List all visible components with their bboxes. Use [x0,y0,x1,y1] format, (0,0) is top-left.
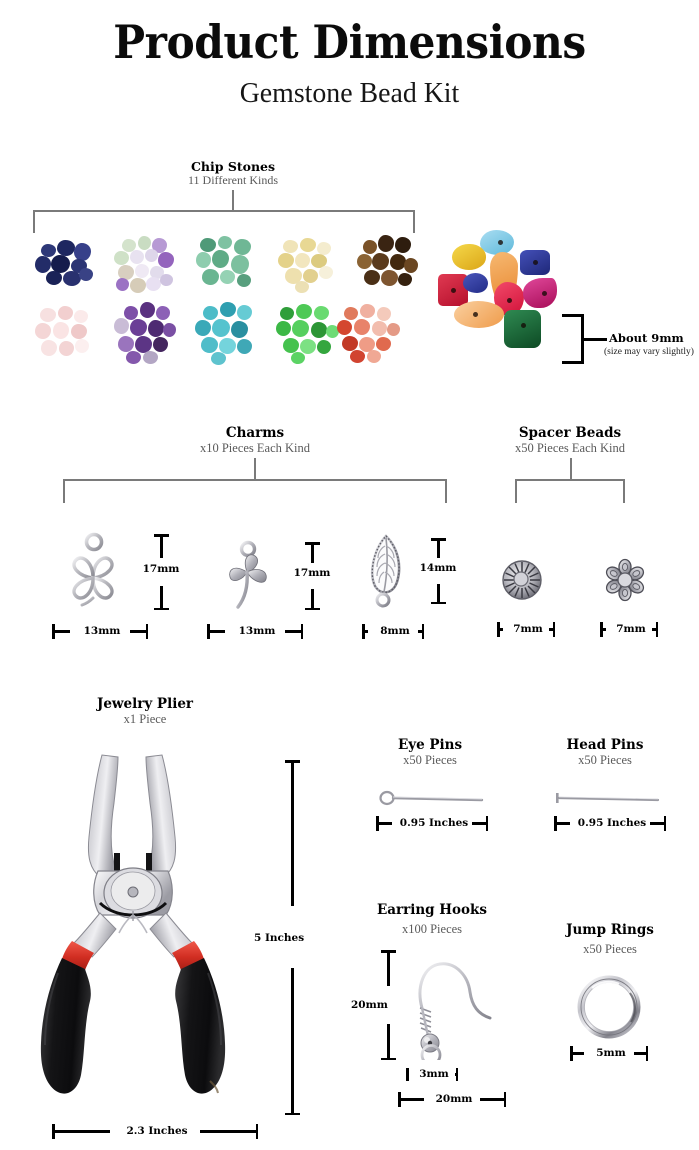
shamrock-charm [216,538,276,612]
page-subtitle: Gemstone Bead Kit [239,77,460,109]
charms-subtitle: x10 Pieces Each Kind [199,441,311,455]
jewelry-plier-image [34,745,264,1120]
chip-pile-green-quartz [274,304,342,366]
earring-hook-width-dimension: 20mm [398,1090,506,1108]
plier-width-label: 2.3 Inches [114,1124,200,1137]
jump-rings-title: Jump Rings [566,922,654,938]
bead-blue-small [463,273,488,293]
eye-pin-image [378,788,486,808]
charms-bracket [0,458,470,503]
leaf-height-label: 14mm [418,561,458,575]
bead-size-note: (size may vary slightly) [604,347,694,357]
bead-light-blue [480,230,514,255]
earring-hook-width-label: 20mm [428,1092,480,1105]
earring-hook-height-label: 20mm [351,999,388,1011]
earring-hooks-title: Earring Hooks [376,902,488,918]
head-pin-length-label: 0.95 Inches [573,816,651,829]
chip-pile-carnelian [334,304,404,366]
plier-width-dimension: 2.3 Inches [52,1122,258,1140]
plier-height-dimension: 5 Inches [254,760,309,1115]
earring-hook-height-dimension: 20mm [351,950,404,1060]
bead-navy-blue [520,250,550,275]
flower-bead-width-label: 7mm [609,622,653,635]
leaf-height-dimension: 14mm [418,538,458,604]
sunburst-spacer-bead [500,558,544,602]
earring-hook-image [398,950,500,1066]
chip-pile-amethyst [112,302,180,366]
shamrock-width-dimension: 13mm [207,622,303,640]
eye-pin-length-label: 0.95 Inches [395,816,473,829]
leaf-width-dimension: 8mm [362,622,424,640]
chip-pile-rose-quartz [33,306,99,366]
head-pins-title: Head Pins [566,737,644,753]
chip-stones-title: Chip Stones [190,159,276,174]
earring-hook-inner-width-label: 3mm [411,1067,457,1080]
clover-width-label: 13mm [74,624,130,637]
jewelry-plier-subtitle: x1 Piece [123,712,167,726]
jump-rings-subtitle: x50 Pieces [583,942,637,956]
spacer-beads-bracket [470,458,670,503]
jump-ring-diameter-label: 5mm [587,1046,635,1059]
leaf-charm [364,532,408,612]
jump-ring-diameter-dimension: 5mm [570,1044,648,1062]
chip-pile-citrine [275,238,341,296]
head-pins-subtitle: x50 Pieces [578,753,632,767]
clover-height-dimension: 17mm [141,534,181,610]
eye-pin-length-dimension: 0.95 Inches [376,814,488,832]
chip-pile-lapis-lazuli [33,238,99,296]
shamrock-height-dimension: 17mm [292,542,332,610]
head-pin-image [556,790,662,806]
mixed-color-bead-cluster [432,226,567,361]
earring-hooks-subtitle: x100 Pieces [401,922,463,936]
spacer-beads-subtitle: x50 Pieces Each Kind [514,441,626,455]
chip-pile-green-aventurine [194,236,260,296]
chip-stones-subtitle: 11 Different Kinds [188,173,278,187]
bead-yellow [452,244,486,270]
eye-pins-subtitle: x50 Pieces [403,753,457,767]
spacer-beads-title: Spacer Beads [518,425,622,441]
bead-magenta-triangle [523,278,557,308]
chip-pile-tigers-eye [355,234,421,296]
leaf-width-label: 8mm [371,624,419,637]
clover-width-dimension: 13mm [52,622,148,640]
shamrock-height-label: 17mm [292,566,332,580]
chip-stones-bracket [0,190,430,233]
chip-pile-turquoise [193,302,261,366]
flower-bead-width-dimension: 7mm [600,620,658,638]
earring-hook-inner-width-dimension: 3mm [406,1066,458,1082]
jump-ring-image [570,968,648,1046]
bead-peach-long [454,301,504,328]
bead-dark-green [504,310,541,348]
head-pin-length-dimension: 0.95 Inches [554,814,666,832]
flower-spacer-bead [603,558,647,602]
plier-height-label: 5 Inches [254,932,305,944]
sunburst-bead-width-label: 7mm [506,622,550,635]
bead-size-callout-leader [581,338,607,341]
sunburst-bead-width-dimension: 7mm [497,620,555,638]
charms-title: Charms [225,425,285,441]
jewelry-plier-title: Jewelry Plier [96,696,194,712]
eye-pins-title: Eye Pins [397,737,463,753]
page-title: Product Dimensions [113,15,586,69]
clover-height-label: 17mm [141,562,181,576]
shamrock-width-label: 13mm [229,624,285,637]
chip-pile-fluorite-mix [112,236,180,298]
bead-size-label: About 9mm [609,331,684,345]
four-leaf-clover-charm [63,532,123,610]
